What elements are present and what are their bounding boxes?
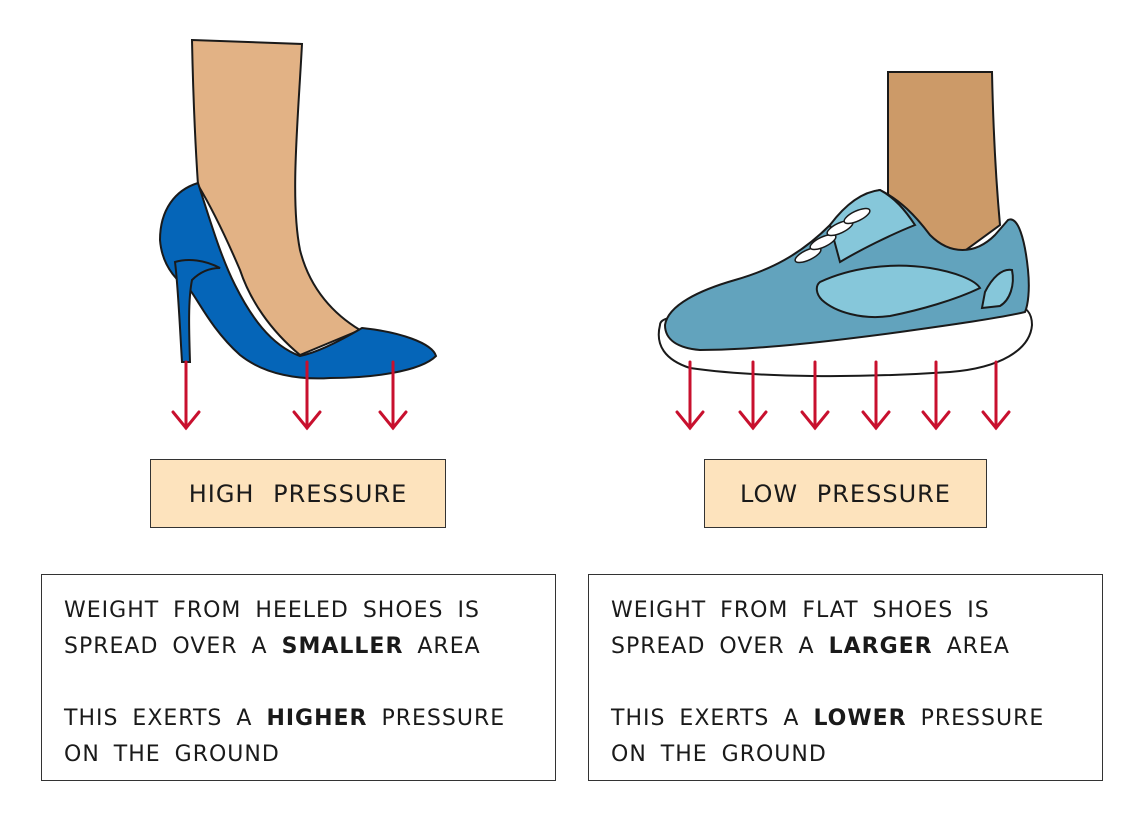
text-line: ON THE GROUND — [611, 742, 827, 767]
heeled-shoes-description: WEIGHT FROM HEELED SHOES IS SPREAD OVER … — [41, 574, 556, 781]
sneaker-tongue — [828, 188, 917, 264]
force-arrow — [861, 360, 891, 431]
emphasis-smaller: SMALLER — [281, 634, 404, 659]
sneaker-laces — [794, 207, 871, 264]
high-heel-figure — [158, 38, 438, 380]
emphasis-lower: LOWER — [813, 706, 907, 731]
heeled-conclusion: THIS EXERTS A HIGHER PRESSURE ON THE GRO… — [64, 701, 533, 773]
left-force-arrows — [171, 360, 408, 431]
text-line: PRESSURE — [367, 706, 506, 731]
force-arrow — [171, 360, 201, 431]
force-arrow — [378, 360, 408, 431]
force-arrow — [981, 360, 1011, 431]
text-line: PRESSURE — [906, 706, 1045, 731]
high-pressure-text: HIGH PRESSURE — [188, 479, 408, 508]
force-arrow — [292, 360, 322, 431]
text-line: WEIGHT FROM FLAT SHOES IS — [611, 598, 990, 623]
low-pressure-text: LOW PRESSURE — [740, 479, 951, 508]
flat-explanation: WEIGHT FROM FLAT SHOES IS SPREAD OVER A … — [611, 593, 1080, 665]
heel-stiletto — [173, 259, 221, 363]
left-leg — [190, 38, 363, 357]
text-line: SPREAD OVER A — [611, 634, 829, 659]
text-line: WEIGHT FROM HEELED SHOES IS — [64, 598, 480, 623]
sneaker-side-panel — [815, 264, 982, 318]
text-line: AREA — [403, 634, 481, 659]
flat-shoes-description: WEIGHT FROM FLAT SHOES IS SPREAD OVER A … — [588, 574, 1103, 781]
force-arrow — [675, 360, 705, 431]
flat-conclusion: THIS EXERTS A LOWER PRESSURE ON THE GROU… — [611, 701, 1080, 773]
text-line: THIS EXERTS A — [611, 706, 814, 731]
text-line: AREA — [932, 634, 1010, 659]
emphasis-larger: LARGER — [828, 634, 933, 659]
right-force-arrows — [675, 360, 1011, 431]
text-line: SPREAD OVER A — [64, 634, 282, 659]
sneaker-heel-panel — [980, 268, 1014, 310]
force-arrow — [800, 360, 830, 431]
force-arrow — [738, 360, 768, 431]
high-pressure-label: HIGH PRESSURE — [150, 459, 446, 528]
sneaker-upper — [663, 188, 1030, 352]
force-arrow — [921, 360, 951, 431]
emphasis-higher: HIGHER — [266, 706, 368, 731]
text-line: THIS EXERTS A — [64, 706, 267, 731]
heeled-explanation: WEIGHT FROM HEELED SHOES IS SPREAD OVER … — [64, 593, 533, 665]
sneaker-figure — [657, 71, 1034, 378]
low-pressure-label: LOW PRESSURE — [704, 459, 987, 528]
text-line: ON THE GROUND — [64, 742, 280, 767]
